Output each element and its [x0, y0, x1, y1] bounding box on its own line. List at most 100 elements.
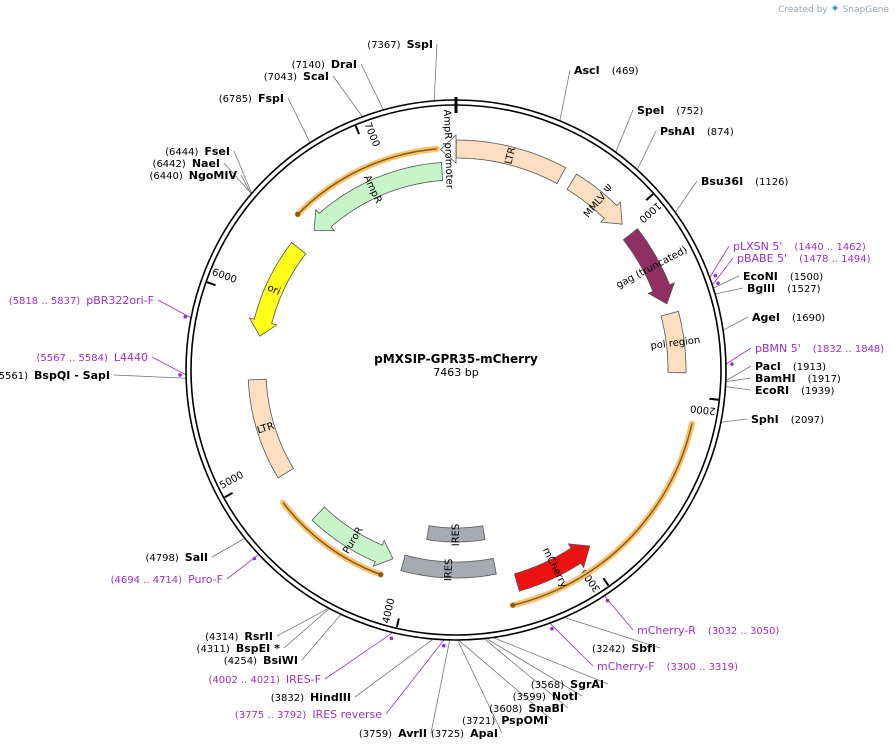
site-name: SspI: [407, 38, 433, 51]
feature-gag: [622, 228, 675, 305]
site-leader: [113, 374, 187, 379]
site-position: (1939): [801, 386, 834, 397]
site-label-ecori: EcoRI (1939): [755, 384, 835, 397]
site-position: (752): [676, 106, 703, 117]
site-name: AscI: [574, 64, 600, 77]
site-name: PspOMI: [501, 714, 548, 727]
site-name: SnaBI: [528, 702, 564, 715]
primer-label-pbr322orif: (5818 .. 5837)pBR322ori-F: [9, 294, 154, 307]
site-name: Bsu36I: [701, 175, 743, 188]
primer-binding-mark: [183, 314, 187, 319]
site-leader: [725, 365, 752, 382]
site-name: BsiWI: [263, 654, 298, 667]
site-position: (3759): [359, 729, 392, 740]
site-label-bspei: (4311)BspEI*: [197, 642, 281, 655]
site-leader: [458, 639, 553, 721]
site-label-paci: PacI(1913): [755, 360, 826, 373]
site-label-spei: SpeI (752): [637, 104, 703, 117]
primer-name: mCherry-F: [597, 660, 655, 673]
bp-tick-label: 6000: [210, 267, 238, 286]
site-leader: [636, 130, 657, 171]
site-label-fsei: (6444)FseI: [165, 145, 230, 158]
primer-leader: [711, 257, 734, 286]
orf-arrowhead: [510, 602, 516, 608]
site-label-snabi: (3608)SnaBI: [489, 702, 564, 715]
site-leader: [492, 637, 609, 685]
site-name: BglII: [747, 282, 775, 295]
primer-label-plxsn5: pLXSN 5'(1440 .. 1462): [733, 240, 866, 253]
bp-tick-label: 1000: [636, 199, 662, 224]
site-name: EcoRI: [755, 384, 789, 397]
site-position: (2097): [791, 415, 824, 426]
site-leader-lines: [113, 43, 752, 734]
site-position: (3725): [431, 729, 464, 740]
site-leader: [301, 614, 342, 661]
orf-ampr: [297, 148, 437, 215]
feature-label-ires-outer: IRES: [443, 558, 455, 581]
orf-arrowhead: [378, 572, 384, 578]
feature-label-ires-inner: IRES: [451, 524, 462, 547]
bp-tick-label: 2000: [690, 402, 717, 416]
site-name: SalI: [185, 551, 208, 564]
primer-label-iresrev: (3775 .. 3792)IRES reverse: [235, 708, 382, 721]
primer-label-purof: (4694 .. 4714)Puro-F: [111, 573, 223, 586]
site-leader: [276, 607, 330, 637]
primer-name: pBR322ori-F: [86, 294, 154, 307]
bp-tick: [206, 281, 216, 287]
site-position: (3721): [462, 716, 495, 727]
site-name: SpeI: [637, 104, 664, 117]
site-label-sali: (4798)SalI: [146, 551, 208, 564]
primer-leader: [725, 347, 752, 365]
site-position: (6442): [153, 159, 186, 170]
primer-binding-mark: [252, 556, 257, 561]
primer-name: pBABE 5': [737, 252, 787, 265]
site-position: (6785): [219, 94, 252, 105]
primer-binding-mark: [550, 627, 554, 631]
site-label-bsiwi: (4254) BsiWI: [224, 654, 298, 667]
bp-tick-label: 5000: [218, 470, 246, 492]
site-position: (874): [707, 127, 734, 138]
site-name: NotI: [552, 690, 578, 703]
site-leader: [430, 639, 451, 734]
primer-name: L4440: [114, 351, 148, 364]
site-label-drai: (7140)DraI: [292, 58, 357, 71]
backbone: [185, 97, 727, 641]
site-position: (4254): [224, 656, 257, 667]
site-suffix: - SapI: [74, 369, 110, 382]
orf-arrowhead: [295, 211, 301, 217]
site-position: (1913): [793, 362, 826, 373]
site-label-noti: (3599)NotI: [513, 690, 578, 703]
primer-name: pBMN 5': [755, 342, 801, 355]
bp-tick-label: 7000: [361, 121, 381, 149]
site-leader: [283, 608, 330, 649]
primer-binding-mark: [605, 598, 610, 603]
site-name: AvrII: [398, 727, 427, 740]
feature-mcherry: [513, 543, 591, 592]
primer-label-iresf: (4002 .. 4021)IRES-F: [208, 673, 321, 686]
primer-name: Puro-F: [188, 573, 223, 586]
feature-ltr1: [455, 139, 567, 185]
site-leader: [559, 69, 571, 121]
primer-name: mCherry-R: [637, 624, 696, 637]
site-name: SbfI: [631, 642, 656, 655]
site-label-agei: AgeI(1690): [752, 311, 825, 324]
brand-logo-text: SnapGene: [842, 5, 889, 15]
site-label-apai: (3725)ApaI: [431, 727, 498, 740]
site-label-scai: (7043)ScaI: [264, 70, 329, 83]
bp-tick: [224, 492, 234, 499]
primer-label-mcherryf: mCherry-F(3300 .. 3319): [597, 660, 738, 673]
site-leader: [483, 638, 569, 709]
bp-tick: [354, 125, 361, 135]
site-leader: [211, 537, 246, 558]
site-label-rsrii: (4314)RsrII: [205, 630, 273, 643]
site-label-pspomi: (3721) PspOMI: [462, 714, 548, 727]
site-leader: [240, 174, 252, 195]
site-label-hindiii: (3832)HindIII: [271, 691, 351, 704]
bp-tick: [395, 618, 400, 628]
site-position: (1690): [792, 313, 825, 324]
site-labels: (7367)SspI(7140)DraI(7043)ScaI(6785)FspI…: [0, 38, 884, 740]
primer-leader: [385, 639, 445, 715]
site-name: FspI: [258, 92, 284, 105]
site-name: DraI: [331, 58, 357, 71]
feature-pol-region: [660, 310, 687, 374]
